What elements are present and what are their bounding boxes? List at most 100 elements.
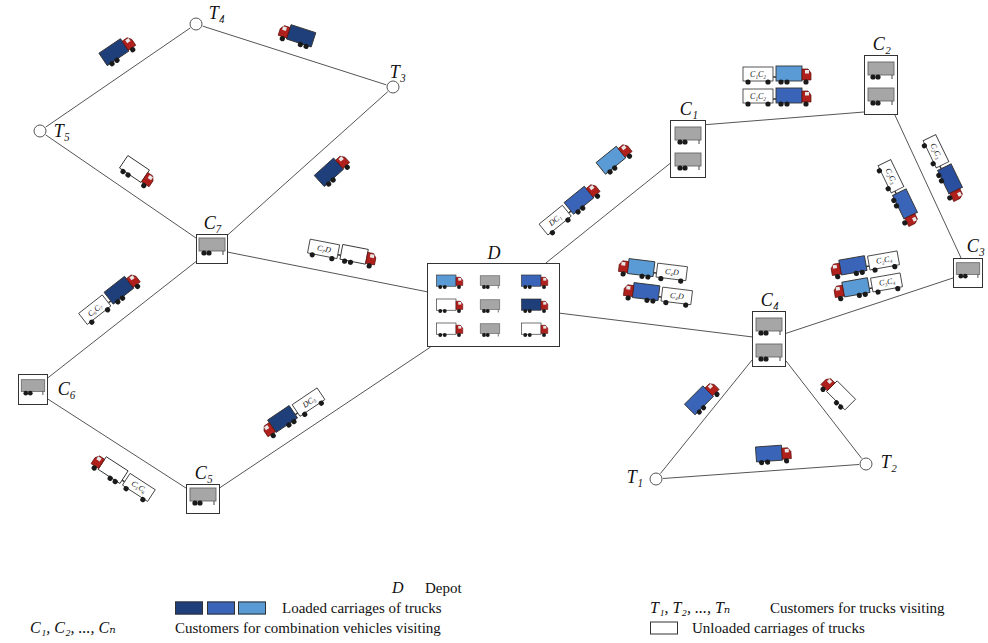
customer-box: C₂ — [864, 55, 898, 115]
truck-figure — [78, 271, 143, 328]
customer-circle: T₃ — [386, 80, 400, 94]
route-label: C₄D — [668, 290, 685, 301]
truck-figure — [89, 452, 156, 505]
route-line — [228, 252, 427, 292]
customer-box: C₇ — [196, 234, 228, 264]
truck-figure — [437, 275, 463, 289]
legend-symbol: D — [392, 579, 404, 597]
node-label: C₂ — [873, 34, 891, 54]
route-line — [786, 361, 862, 459]
node-label: T₄ — [209, 3, 225, 23]
truck-figure — [538, 181, 603, 238]
route-line — [706, 112, 864, 125]
route-line — [228, 92, 388, 235]
circle-outline — [649, 472, 663, 486]
route-line — [663, 464, 859, 478]
trailer-figure — [480, 300, 500, 313]
route-line — [786, 278, 953, 333]
legend-symbol: C₁, C₂, ..., Cₙ — [30, 619, 116, 637]
depot-box: D — [427, 263, 560, 347]
legend-swatch — [650, 622, 678, 635]
truck-figure — [833, 272, 903, 302]
circle-outline — [189, 17, 203, 31]
route-line — [46, 135, 196, 238]
circle-outline — [386, 80, 400, 94]
node-label: C₆ — [58, 379, 76, 399]
node-label: T₂ — [881, 452, 897, 472]
route-label: C₂C₃ — [928, 141, 944, 161]
truck-figure — [307, 238, 377, 269]
truck-figure — [623, 282, 693, 309]
truck-figure — [99, 34, 138, 69]
truck-figure — [875, 159, 922, 228]
customer-box: C₁ — [670, 120, 706, 178]
customer-circle: T₂ — [859, 457, 873, 471]
truck-figure — [260, 387, 327, 440]
trailer-figure — [190, 488, 216, 506]
trailer-figure — [21, 380, 44, 396]
trailer-figure — [675, 153, 701, 171]
legend-swatch — [238, 602, 266, 615]
node-label: C₄ — [761, 290, 779, 310]
trailer-figure — [480, 324, 500, 337]
trailer-figure — [480, 276, 500, 289]
node-label: C₇ — [204, 213, 222, 233]
trailer-figure — [868, 88, 894, 106]
legend-text: Customers for trucks visiting — [770, 599, 945, 617]
customer-box: C₆ — [18, 374, 48, 405]
route-label: C₄D — [663, 266, 680, 277]
node-label: C₅ — [195, 463, 213, 483]
route-label: C₁C₂ — [749, 92, 767, 101]
legend-symbol: T₁, T₂, ..., Tₙ — [650, 599, 730, 617]
legend-swatch — [175, 602, 203, 615]
trailer-figure — [868, 62, 894, 80]
truck-figure — [117, 156, 156, 191]
customer-circle: T₄ — [189, 17, 203, 31]
truck-figure — [684, 379, 722, 417]
truck-figure — [818, 374, 856, 412]
truck-figure — [437, 323, 463, 337]
trailer-figure — [756, 344, 782, 362]
legend-swatch — [207, 602, 235, 615]
route-line — [48, 399, 186, 488]
node-label: T₅ — [54, 121, 70, 141]
truck-figure — [920, 134, 967, 203]
truck-figure — [277, 22, 316, 51]
truck-figure — [743, 88, 811, 107]
node-label: C₁ — [680, 99, 698, 119]
truck-figure — [437, 299, 463, 313]
trailer-figure — [675, 127, 701, 145]
trailer-figure — [756, 318, 782, 336]
legend-text: Depot — [425, 579, 462, 597]
truck-figure — [522, 299, 548, 313]
legend-text: Loaded carriages of trucks — [282, 599, 442, 617]
node-label: T₃ — [390, 62, 406, 82]
customer-circle: T₁ — [649, 472, 663, 486]
route-label: C₂C₃ — [883, 166, 899, 186]
route-line — [660, 360, 752, 473]
circle-outline — [859, 457, 873, 471]
route-line — [46, 28, 190, 127]
legend-text: Customers for combination vehicles visit… — [175, 619, 441, 637]
route-label: C₁C₂ — [749, 70, 767, 79]
customer-circle: T₅ — [33, 124, 47, 138]
trailer-figure — [956, 263, 979, 279]
route-line — [220, 347, 431, 488]
truck-figure — [522, 275, 548, 289]
truck-figure — [596, 141, 635, 177]
truck-figure — [743, 66, 811, 85]
node-label: D — [488, 243, 501, 263]
route-line — [48, 262, 196, 378]
node-label: T₁ — [627, 467, 643, 487]
truck-figure — [314, 152, 352, 189]
route-line — [560, 313, 752, 337]
truck-figure — [755, 445, 791, 466]
node-label: C₃ — [967, 236, 985, 256]
customer-box: C₅ — [186, 484, 220, 514]
trailer-figure — [199, 238, 225, 256]
truck-figure — [618, 258, 688, 285]
customer-box: C₄ — [752, 311, 786, 367]
